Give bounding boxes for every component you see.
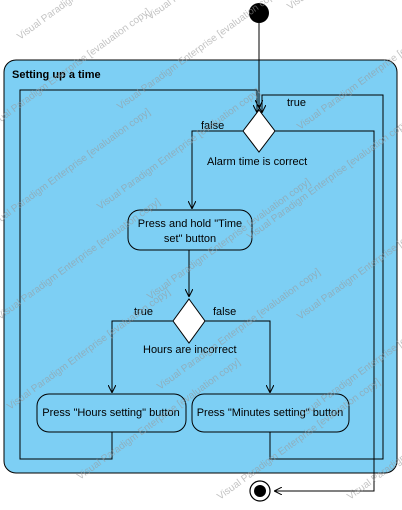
partition-setting-up-a-time bbox=[3, 59, 398, 474]
initial-node[interactable] bbox=[249, 3, 269, 23]
action-press-and-hold-line2: set" button bbox=[164, 233, 216, 245]
edge-press-minutes-loop-back bbox=[262, 94, 384, 460]
guard-alarm-false: false bbox=[201, 120, 224, 132]
final-node-inner bbox=[254, 485, 266, 497]
guard-hours-false: false bbox=[213, 306, 236, 318]
edge-hours-false-to-press-minutes bbox=[205, 320, 270, 392]
edge-hours-true-to-press-hours bbox=[112, 320, 174, 392]
decision-alarm-time-correct[interactable] bbox=[242, 109, 276, 153]
action-press-and-hold-line1: Press and hold "Time bbox=[138, 218, 242, 230]
partition-title: Setting up a time bbox=[12, 69, 101, 81]
edge-press-hours-loop-back bbox=[19, 89, 257, 460]
decision-hours-label: Hours are incorrect bbox=[143, 344, 237, 356]
action-press-minutes-setting[interactable] bbox=[191, 393, 350, 433]
action-press-minutes-label: Press "Minutes setting" button bbox=[197, 407, 344, 419]
edge-alarm-false-to-press-and-hold bbox=[192, 130, 243, 208]
decision-alarm-label: Alarm time is correct bbox=[207, 156, 307, 168]
action-press-hours-label: Press "Hours setting" button bbox=[42, 407, 179, 419]
guard-alarm-true: true bbox=[287, 97, 306, 109]
watermark-text: Visual Paradigm Enterprise [evaluation c… bbox=[285, 0, 402, 12]
action-press-and-hold-time-set[interactable] bbox=[127, 209, 253, 251]
action-press-hours-setting[interactable] bbox=[36, 393, 187, 433]
decision-hours-incorrect[interactable] bbox=[172, 298, 206, 344]
guard-hours-true: true bbox=[134, 306, 153, 318]
edge-alarm-true-to-final bbox=[275, 130, 375, 491]
